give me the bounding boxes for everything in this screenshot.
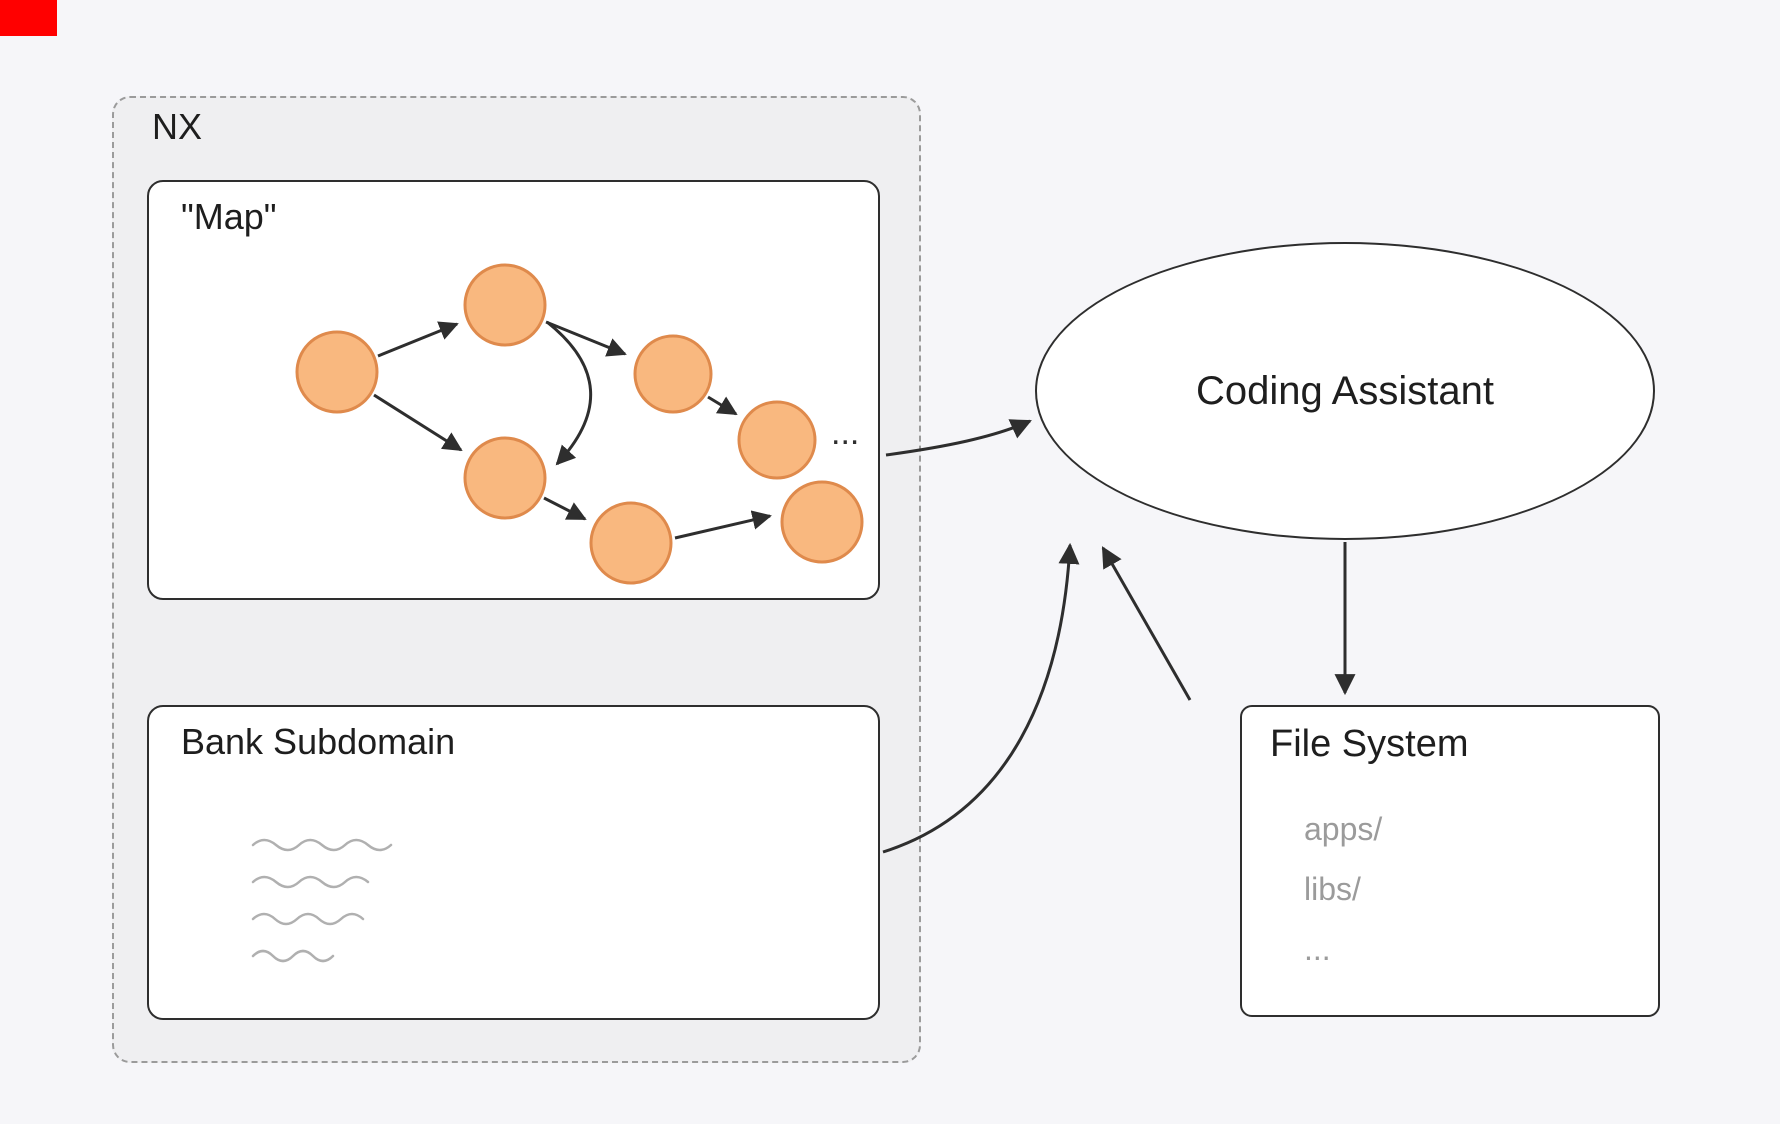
file-system-label: File System (1270, 723, 1469, 765)
graph-edge (707, 395, 738, 416)
graph-node (463, 436, 547, 520)
graph-edge (377, 321, 459, 358)
dependency-graph (295, 263, 864, 585)
fs-item-ellipsis: ... (1304, 931, 1331, 967)
map-box: "Map" ... (147, 180, 880, 600)
map-label: "Map" (181, 196, 277, 237)
graph-node (295, 330, 379, 414)
red-corner-marker (0, 0, 57, 36)
graph-edge (674, 510, 772, 540)
graph-node (463, 263, 547, 347)
graph-node (589, 501, 673, 585)
coding-assistant-node: Coding Assistant (1035, 242, 1655, 540)
map-ellipsis: ... (831, 414, 860, 452)
graph-node (780, 480, 864, 564)
bank-subdomain-label: Bank Subdomain (181, 721, 456, 762)
graph-edge (373, 393, 463, 452)
graph-edge (545, 320, 627, 357)
arrow-filesystem-to-assistant (1101, 546, 1192, 701)
fs-item-libs: libs/ (1304, 871, 1361, 907)
coding-assistant-label: Coding Assistant (1196, 368, 1494, 413)
graph-node (737, 400, 817, 480)
graph-edge-curved (546, 320, 592, 466)
nx-label: NX (152, 106, 203, 147)
file-system-box: File System apps/ libs/ ... (1240, 705, 1660, 1017)
graph-node (633, 334, 713, 414)
graph-edge (543, 496, 587, 521)
file-system-items: apps/ libs/ ... (1304, 799, 1382, 979)
bank-subdomain-box: Bank Subdomain (147, 705, 880, 1020)
fs-item-apps: apps/ (1304, 811, 1383, 847)
